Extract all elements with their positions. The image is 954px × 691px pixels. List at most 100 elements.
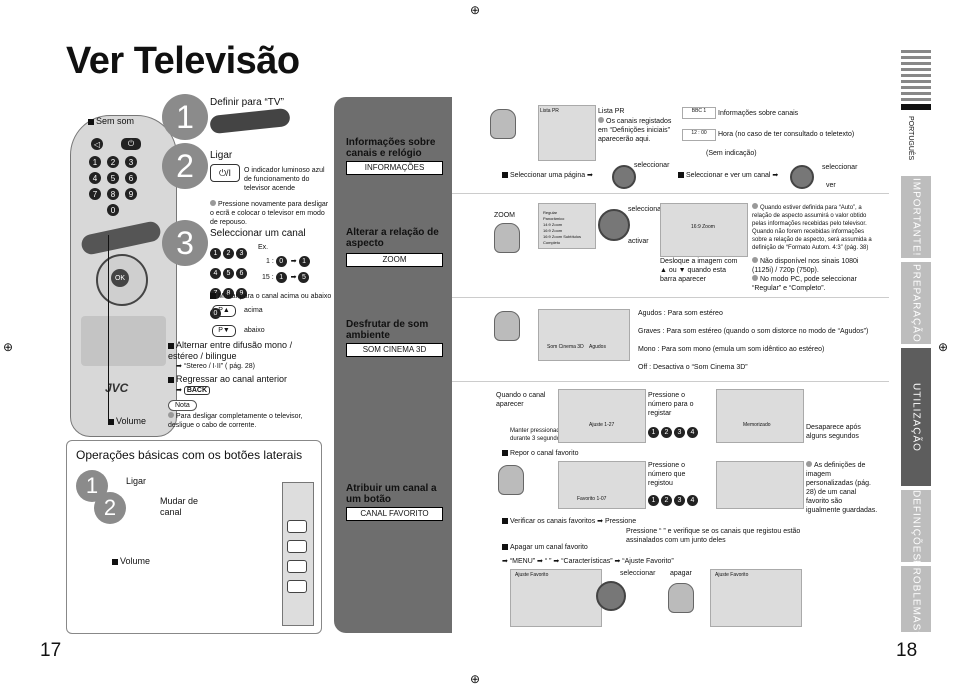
- zoom-menu-item[interactable]: Panorâmico: [543, 216, 565, 221]
- power-icon[interactable]: ⏻/I: [210, 164, 240, 182]
- registration-mark-icon: ⊕: [3, 340, 14, 354]
- num-2-button[interactable]: 2: [107, 156, 119, 168]
- zoom-screen: 16:9 Zoom: [660, 203, 748, 257]
- fav-seleccionar: seleccionar: [620, 570, 656, 577]
- info-button[interactable]: INFORMAÇÕES: [346, 161, 443, 175]
- step-3-label: Seleccionar um canal: [210, 228, 306, 239]
- sound-button[interactable]: SOM CINEMA 3D: [346, 343, 443, 357]
- fav-screen-2: Memorizado: [716, 389, 804, 443]
- sound-row-off: Off : Desactiva o “Som Cinema 3D”: [638, 364, 748, 371]
- zoom-menu-item[interactable]: 16:9 Zoom: [543, 228, 563, 233]
- channel-info-label: Informações sobre canais: [718, 110, 799, 117]
- registration-mark-icon: ⊕: [470, 3, 481, 17]
- zoom-note-2: Não disponível nos sinais 1080i (1125i) …: [752, 257, 859, 274]
- tab-preparacao[interactable]: PREPARAÇÃO: [901, 262, 931, 344]
- side-channel-up-button[interactable]: [287, 540, 307, 553]
- step-3-badge: 3: [162, 220, 208, 266]
- lista-pr-note: Os canais registados em “Definições inic…: [598, 117, 672, 143]
- zoom-section-title: Alterar a relação de aspecto: [346, 227, 439, 249]
- channel-down-icon[interactable]: P▼: [212, 325, 236, 337]
- info-ver: ver: [826, 182, 836, 189]
- extra-buttons-area: [81, 316, 166, 366]
- fav-section-title: Atribuir um canal a um botão: [346, 483, 437, 505]
- sem-indicacao: (Sem indicação): [706, 150, 757, 157]
- hand-icon: [494, 223, 520, 253]
- side-volume-button[interactable]: [287, 580, 307, 593]
- fav-screen-3: Favorito 1-07: [558, 461, 646, 509]
- side-power-button[interactable]: [287, 520, 307, 533]
- side-ligar-label: Ligar: [126, 476, 147, 486]
- leader-line: [108, 235, 109, 420]
- example-15: 15 : 1 ➡ 5: [262, 272, 311, 283]
- fav-pressione-num: Pressione o número para o registar: [648, 392, 694, 417]
- fav-screen-1-text: Ajuste 1-27: [589, 422, 615, 428]
- fav-apagar: apagar: [670, 570, 692, 577]
- registration-mark-icon: ⊕: [470, 672, 481, 686]
- zoom-menu-item[interactable]: 16:9 Zoom Subtítulos: [543, 234, 582, 239]
- num-8-button[interactable]: 8: [107, 188, 119, 200]
- info-seleccionar: seleccionar: [634, 162, 670, 169]
- num-6-button[interactable]: 6: [125, 172, 137, 184]
- side-mudar-label: Mudar de canal: [160, 496, 199, 517]
- fav-definicoes: As definições de imagem personalizadas (…: [806, 461, 878, 514]
- tab-definicoes[interactable]: DEFINIÇÕES: [901, 490, 931, 562]
- fav-verificar-note: Pressione “ ” e verifique se os canais q…: [626, 528, 801, 544]
- num-3-button[interactable]: 3: [125, 156, 137, 168]
- mute-button[interactable]: ◁: [91, 138, 103, 150]
- step-2-badge: 2: [162, 143, 208, 189]
- tab-problemas[interactable]: PROBLEMAS?: [901, 560, 931, 638]
- info-sel1: seleccionar: [822, 164, 858, 171]
- mode-selector[interactable]: [79, 219, 163, 257]
- zoom-menu-item[interactable]: 14:9 Zoom: [543, 222, 563, 227]
- fav-screen-1: Ajuste 1-27: [558, 389, 646, 443]
- section-divider: [452, 381, 889, 382]
- fav-dpad-icon[interactable]: [596, 581, 626, 611]
- step-1-badge: 1: [162, 94, 208, 140]
- info-dpad-icon[interactable]: [612, 165, 636, 189]
- num-5-button[interactable]: 5: [107, 172, 119, 184]
- num-4-button[interactable]: 4: [89, 172, 101, 184]
- mode-switch-icon[interactable]: [209, 107, 291, 135]
- fav-button[interactable]: CANAL FAVORITO: [346, 507, 443, 521]
- down-label: abaixo: [244, 327, 265, 334]
- fav-apagar-title: Apagar um canal favorito: [502, 543, 588, 552]
- tab-utilizacao[interactable]: UTILIZAÇÃO: [901, 348, 931, 486]
- lista-pr-screen-title: Lista PR: [540, 108, 559, 114]
- power-button[interactable]: ⏻: [121, 138, 141, 150]
- tab-importante[interactable]: IMPORTANTE!: [901, 176, 931, 258]
- sound-section-title: Desfrutar de som ambiente: [346, 319, 429, 341]
- channel-up-icon[interactable]: P▲: [212, 305, 236, 317]
- lista-pr-label: Lista PR: [598, 108, 625, 115]
- fav-list-screen-2: Ajuste Favorito: [710, 569, 802, 627]
- zoom-button[interactable]: ZOOM: [346, 253, 443, 267]
- page-title: Ver Televisão: [66, 40, 300, 82]
- num-9-button[interactable]: 9: [125, 188, 137, 200]
- nota-badge: Nota: [168, 400, 197, 411]
- example-label: Ex.: [258, 244, 269, 251]
- fav-list-screen-1-title: Ajuste Favorito: [515, 572, 549, 578]
- zoom-menu-item[interactable]: Completo: [543, 240, 561, 245]
- side-buttons-box: [66, 440, 322, 634]
- step-2-tip: Pressione novamente para desligar o ecrã…: [210, 200, 329, 226]
- zoom-menu-item[interactable]: Regular: [543, 210, 558, 215]
- up-label: acima: [244, 307, 263, 314]
- num-0-button[interactable]: 0: [107, 204, 119, 216]
- step-2-label: Ligar: [210, 150, 233, 161]
- fav-verificar: Verificar os canais favoritos ➡ Pression…: [502, 517, 636, 526]
- nota-text: Para desligar completamente o televisor,…: [168, 412, 303, 429]
- registration-mark-icon: ⊕: [938, 340, 949, 354]
- info-dpad-2-icon[interactable]: [790, 165, 814, 189]
- zoom-activar: activar: [628, 238, 649, 245]
- step-2-note: O indicador luminoso azul de funcionamen…: [244, 167, 325, 192]
- side-channel-down-button[interactable]: [287, 560, 307, 573]
- fav-list-screen-1: Ajuste Favorito: [510, 569, 602, 627]
- num-7-button[interactable]: 7: [89, 188, 101, 200]
- zoom-dpad-icon[interactable]: [598, 209, 630, 241]
- dpad-ring[interactable]: [96, 254, 148, 306]
- num-1-button[interactable]: 1: [89, 156, 101, 168]
- clock-screen: 12 : 00: [682, 129, 716, 141]
- hand-icon: [490, 109, 516, 139]
- back-button-icon[interactable]: ➡ BACK: [176, 386, 211, 395]
- example-1: 1 : 0 ➡ 1: [266, 256, 312, 267]
- ok-button[interactable]: OK: [111, 269, 129, 287]
